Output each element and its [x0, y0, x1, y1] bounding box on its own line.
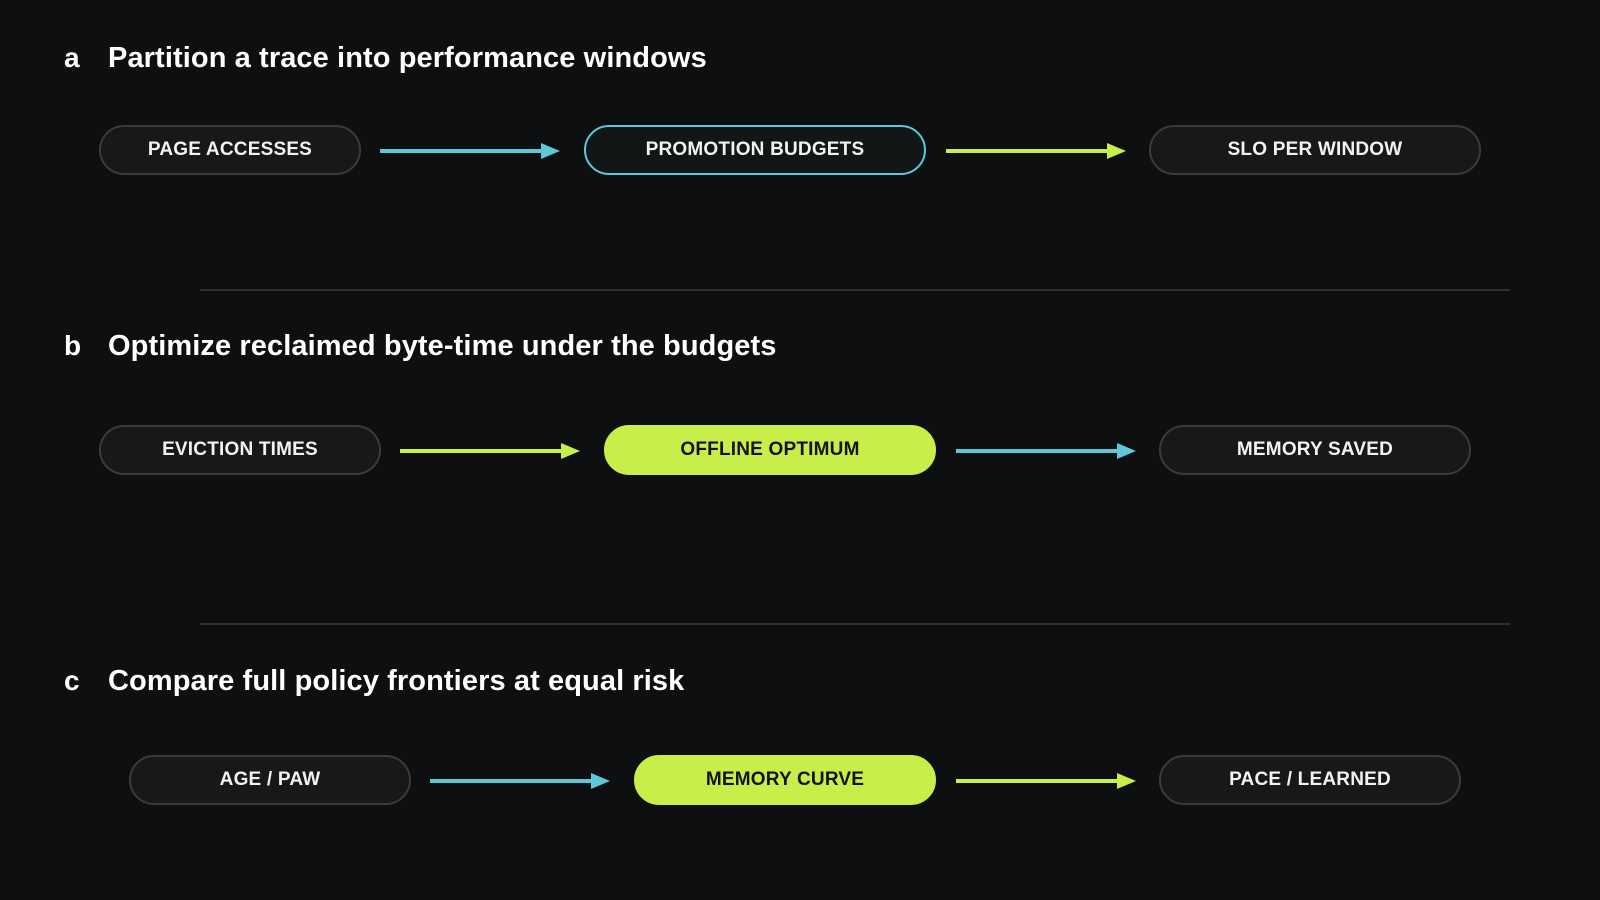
node-age-paw: AGE / PAW	[129, 755, 411, 805]
node-promotion-budgets: PROMOTION BUDGETS	[584, 125, 926, 175]
divider-2	[200, 623, 1510, 625]
arrow-a2	[946, 143, 1126, 159]
node-slo-per-window: SLO PER WINDOW	[1149, 125, 1481, 175]
arrow-c2	[956, 773, 1136, 789]
section-b-letter: b	[64, 330, 82, 361]
arrow-c1	[430, 773, 610, 789]
arrow-b1	[400, 443, 580, 459]
divider-1	[200, 289, 1510, 291]
node-pace-learned: PACE / LEARNED	[1159, 755, 1461, 805]
arrow-b2	[956, 443, 1136, 459]
arrow-a1	[380, 143, 560, 159]
section-a-letter: a	[64, 42, 80, 73]
node-eviction-times: EVICTION TIMES	[99, 425, 381, 475]
section-c-letter: c	[64, 665, 80, 696]
section-b-title: Optimize reclaimed byte-time under the b…	[108, 330, 777, 362]
section-a-title: Partition a trace into performance windo…	[108, 42, 707, 74]
node-offline-optimum: OFFLINE OPTIMUM	[604, 425, 936, 475]
node-page-accesses: PAGE ACCESSES	[99, 125, 361, 175]
section-c-title: Compare full policy frontiers at equal r…	[108, 665, 685, 697]
node-memory-saved: MEMORY SAVED	[1159, 425, 1471, 475]
node-memory-curve: MEMORY CURVE	[634, 755, 936, 805]
